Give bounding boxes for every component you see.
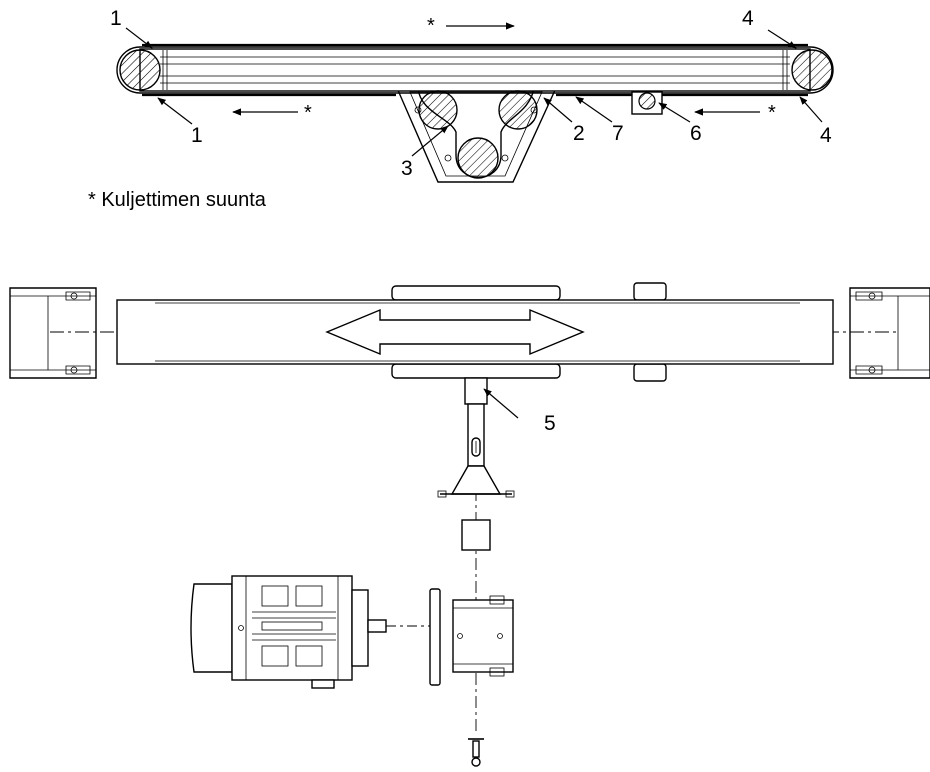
callout-6: 6 <box>690 122 702 145</box>
callout-1-top: 1 <box>110 7 122 30</box>
side-view: * * * 1 1 2 3 4 4 7 6 * Kuljettimen suun… <box>88 7 834 211</box>
belt-outline <box>116 46 834 94</box>
support-roller <box>638 92 656 110</box>
support-tab-top <box>633 282 667 301</box>
callout-1-bottom: 1 <box>191 124 203 147</box>
top-view: 5 <box>9 282 930 467</box>
direction-star-top: * <box>427 15 435 37</box>
callout-2: 2 <box>573 122 585 145</box>
callout-7: 7 <box>612 122 624 145</box>
callout-4-top: 4 <box>742 7 754 30</box>
end-piece-left <box>9 287 97 379</box>
gearbox <box>429 588 514 686</box>
conveyor-beam <box>139 48 811 92</box>
support-tab-bottom <box>633 363 667 382</box>
callout-5: 5 <box>544 412 556 435</box>
electric-motor <box>190 575 387 689</box>
drive-roller-right <box>498 90 538 130</box>
drive-roller-bottom <box>457 137 499 179</box>
direction-star-bottom-left: * <box>304 102 312 124</box>
fastening-screw <box>468 738 484 767</box>
end-roller-right <box>791 49 833 91</box>
drive-roller-left <box>418 90 458 130</box>
drive-housing-bottom <box>391 363 561 379</box>
end-roller-left <box>119 49 161 91</box>
direction-note: * Kuljettimen suunta <box>88 189 267 211</box>
drive-shaft <box>464 377 488 467</box>
direction-star-bottom-right: * <box>768 102 776 124</box>
leader-lines-side <box>125 27 823 157</box>
coupling <box>461 519 491 551</box>
drive-assembly-exploded <box>190 465 515 767</box>
end-piece-right <box>849 287 930 379</box>
callout-3: 3 <box>401 157 413 180</box>
callout-4-bottom: 4 <box>820 124 832 147</box>
flange-mount <box>437 465 515 498</box>
drive-housing-top <box>391 285 561 301</box>
